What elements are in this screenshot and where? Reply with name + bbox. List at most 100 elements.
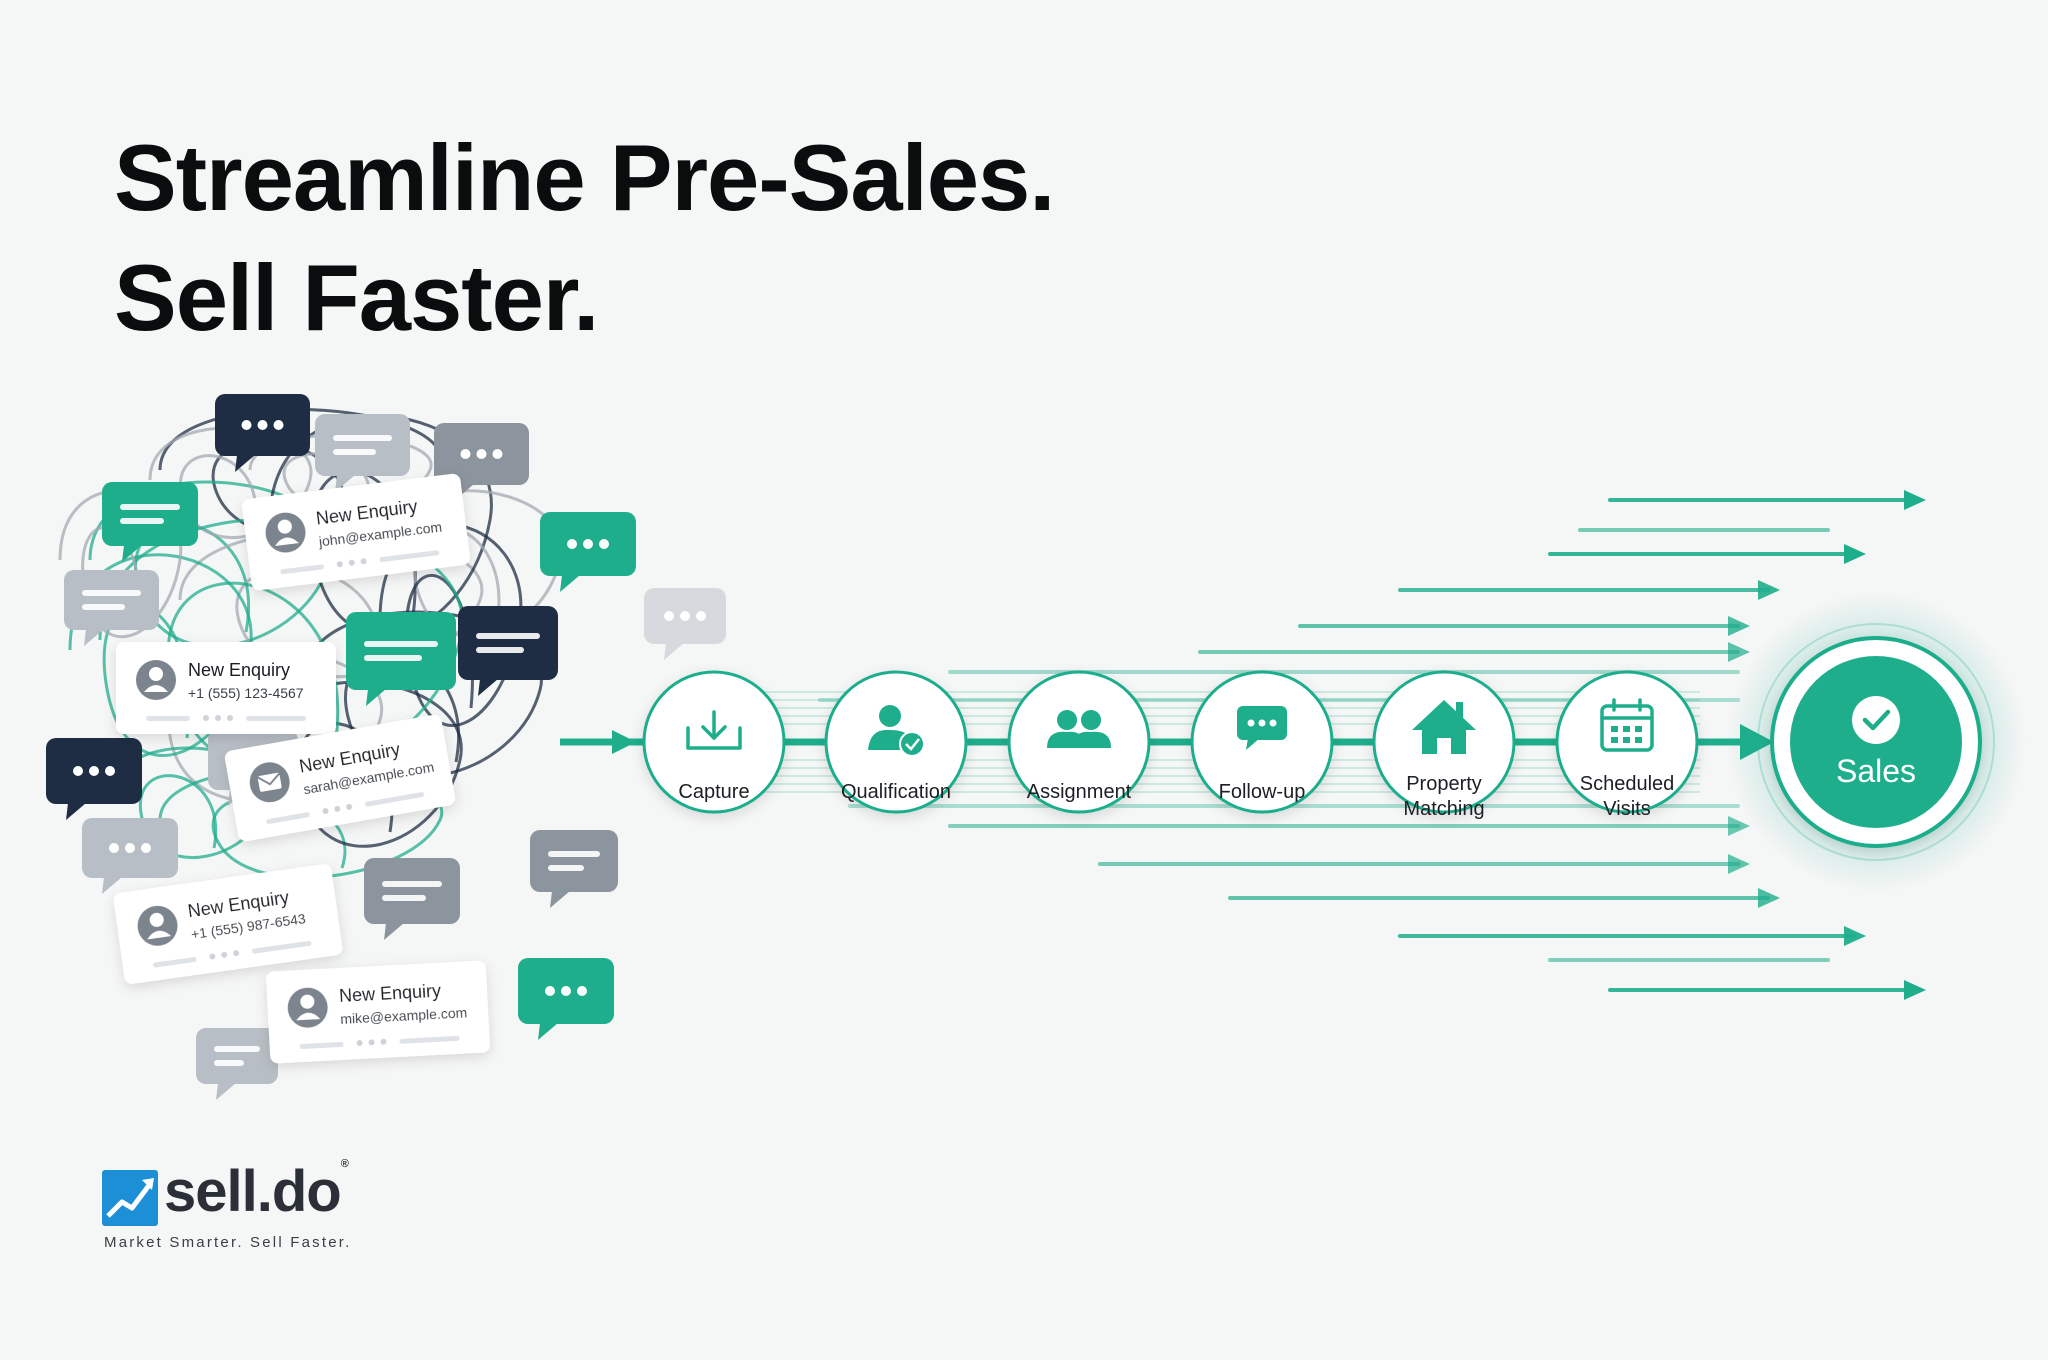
goal-label: Sales — [1836, 753, 1916, 789]
pipeline-step[interactable]: Capture — [642, 670, 786, 814]
card-placeholder — [146, 716, 190, 721]
bubble-tail — [122, 545, 142, 562]
step-label-line: Property — [1406, 773, 1482, 795]
chat-bubble-icon — [458, 606, 558, 696]
bubble-dot — [476, 449, 487, 459]
bubble-dot — [125, 843, 135, 853]
step-label-line: Scheduled — [1580, 773, 1675, 795]
chat-icon — [1247, 719, 1255, 727]
enquiry-detail: +1 (555) 123-4567 — [188, 685, 304, 701]
card-body — [242, 473, 470, 591]
enquiry-card[interactable]: New Enquiry +1 (555) 123-4567 — [116, 642, 336, 734]
brand-registered-mark: ® — [340, 1158, 349, 1170]
card-dot — [360, 558, 367, 565]
calendar-icon — [1611, 726, 1618, 732]
card-placeholder — [364, 792, 425, 807]
users-icon — [1057, 710, 1077, 730]
step-label-line: Assignment — [1027, 781, 1132, 803]
bubble-line — [120, 518, 164, 524]
headline-line-1: Streamline Pre-Sales. — [114, 125, 1055, 230]
chat-bubble-icon — [46, 738, 142, 820]
bubble-line — [476, 633, 540, 639]
brand-name: sell.do® — [164, 1158, 349, 1225]
card-placeholder — [299, 1041, 344, 1050]
download-icon — [701, 725, 727, 740]
bubble-line — [333, 449, 376, 455]
bubble-body — [346, 612, 456, 690]
step-label-line: Visits — [1603, 798, 1650, 820]
arrow-head — [1728, 816, 1750, 836]
user-check-icon — [905, 738, 920, 751]
bubble-line — [548, 865, 584, 871]
chat-bubble-icon — [644, 588, 726, 660]
calendar-icon — [1623, 737, 1630, 743]
user-body — [296, 1012, 321, 1021]
arrow-head — [1728, 616, 1750, 636]
chat-icon — [1246, 738, 1260, 750]
headline-line-2: Sell Faster. — [114, 245, 599, 350]
house-icon — [1412, 700, 1476, 730]
house-icon — [1456, 702, 1463, 718]
chat-bubble-icon — [64, 570, 159, 646]
step-circle — [642, 670, 786, 814]
card-placeholder — [152, 957, 197, 968]
bubble-dot — [599, 539, 609, 549]
bubble-dot — [460, 449, 471, 459]
bubble-dot — [257, 420, 268, 430]
bubble-dot — [664, 611, 674, 621]
chat-bubble-icon — [518, 958, 614, 1040]
house-icon — [1437, 738, 1451, 754]
card-placeholder — [266, 812, 310, 824]
step-label-line: Follow-up — [1219, 781, 1306, 803]
chat-bubble-icon — [530, 830, 618, 908]
tangle-line — [108, 746, 273, 859]
bubble-dot — [561, 986, 571, 996]
step-circle — [1190, 670, 1334, 814]
card-body — [224, 714, 456, 842]
bubble-line — [364, 655, 422, 661]
chat-bubble-icon — [315, 414, 410, 492]
pipeline-step[interactable]: Follow-up — [1190, 670, 1334, 814]
card-dot — [227, 715, 233, 721]
bubble-tail — [664, 643, 684, 660]
headline: Streamline Pre-Sales. Sell Faster. — [114, 118, 1055, 358]
enquiry-card[interactable]: New Enquiry+1 (555) 987-6543 — [113, 863, 344, 985]
goal-ring-outer — [1757, 623, 1995, 861]
logo-mark-icon — [102, 1170, 158, 1226]
bubble-body — [64, 570, 159, 630]
card-dot — [336, 561, 343, 568]
sales-goal[interactable]: Sales — [1726, 592, 2026, 892]
card-placeholder — [280, 564, 325, 575]
chat-bubble-icon — [215, 394, 310, 472]
user-head — [300, 994, 315, 1009]
bubble-tail — [84, 629, 104, 646]
calendar-icon — [1623, 726, 1630, 732]
bubble-dot — [583, 539, 593, 549]
bubble-line — [214, 1046, 260, 1052]
bubble-line — [214, 1060, 244, 1066]
bubble-line — [382, 895, 426, 901]
chat-bubble-icon — [102, 482, 198, 562]
user-head — [149, 912, 164, 927]
arrow-head — [1728, 642, 1750, 662]
enquiry-title: New Enquiry — [188, 660, 290, 680]
user-body — [147, 930, 172, 940]
bubble-line — [333, 435, 392, 441]
step-label: Assignment — [1027, 781, 1132, 803]
card-placeholder — [252, 940, 312, 954]
bubble-tail — [102, 877, 122, 894]
bubble-dot — [680, 611, 690, 621]
card-dot — [215, 715, 221, 721]
bubble-dot — [241, 420, 252, 430]
chat-bubble-icon — [346, 612, 456, 706]
arrow-head — [1758, 580, 1780, 600]
brand-name-text: sell.do — [164, 1159, 342, 1224]
pipeline-step[interactable]: Qualification — [824, 670, 968, 814]
pipeline-step[interactable]: Assignment — [1007, 670, 1151, 814]
